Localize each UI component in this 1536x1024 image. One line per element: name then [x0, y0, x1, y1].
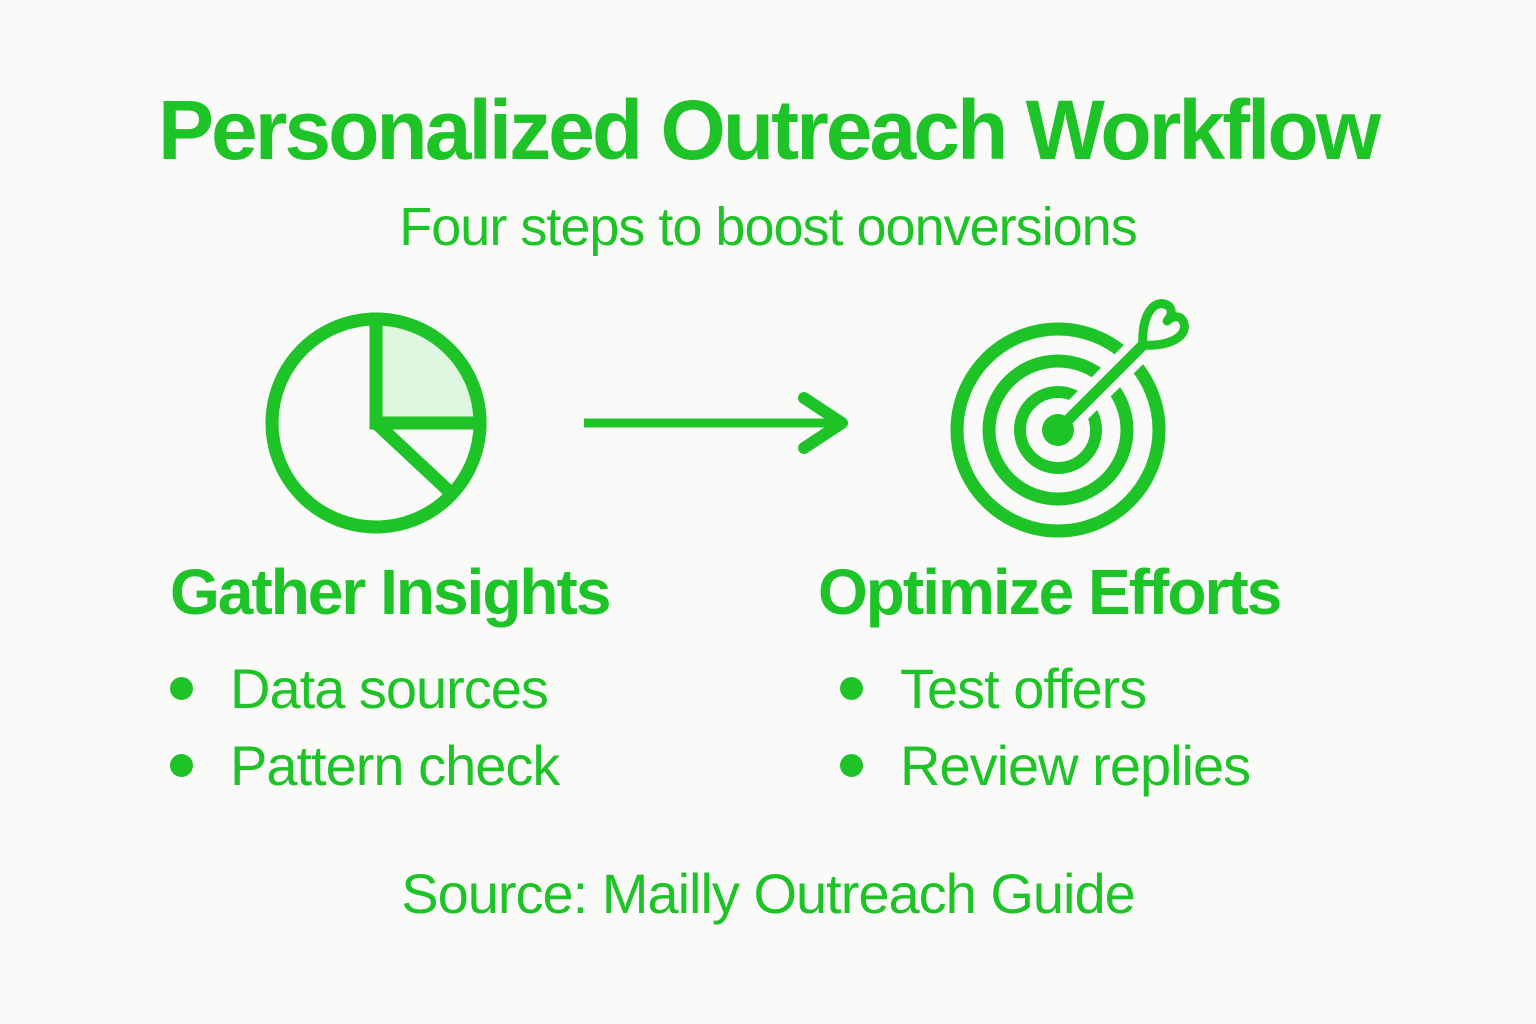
- bullet-label: Data sources: [230, 656, 549, 720]
- page-title: Personalized Outreach Workflow: [157, 83, 1381, 177]
- bullet-dot-icon: [170, 754, 193, 777]
- bullet-dot-icon: [840, 754, 863, 777]
- list-item: Pattern check: [170, 727, 560, 804]
- step-heading-gather-insights: Gather Insights: [170, 556, 611, 628]
- bullet-label: Test offers: [900, 656, 1147, 720]
- bullet-list-optimize-efforts: Test offers Review replies: [840, 650, 1251, 804]
- list-item: Data sources: [170, 650, 559, 727]
- bullet-label: Review replies: [900, 733, 1251, 797]
- bullet-dot-icon: [170, 677, 193, 700]
- page-subtitle: Four steps to boost oonversions: [399, 197, 1137, 257]
- step-heading-optimize-efforts: Optimize Efforts: [818, 556, 1282, 628]
- list-item: Test offers: [840, 650, 1250, 727]
- bullet-dot-icon: [840, 677, 863, 700]
- arrow-right-icon: [584, 392, 848, 454]
- source-attribution: Source: Mailly Outreach Guide: [401, 862, 1136, 925]
- target-dart-icon: [950, 299, 1189, 538]
- pie-chart-icon: [265, 312, 487, 534]
- list-item: Review replies: [840, 727, 1251, 804]
- bullet-list-gather-insights: Data sources Pattern check: [170, 650, 560, 804]
- bullet-label: Pattern check: [230, 733, 560, 797]
